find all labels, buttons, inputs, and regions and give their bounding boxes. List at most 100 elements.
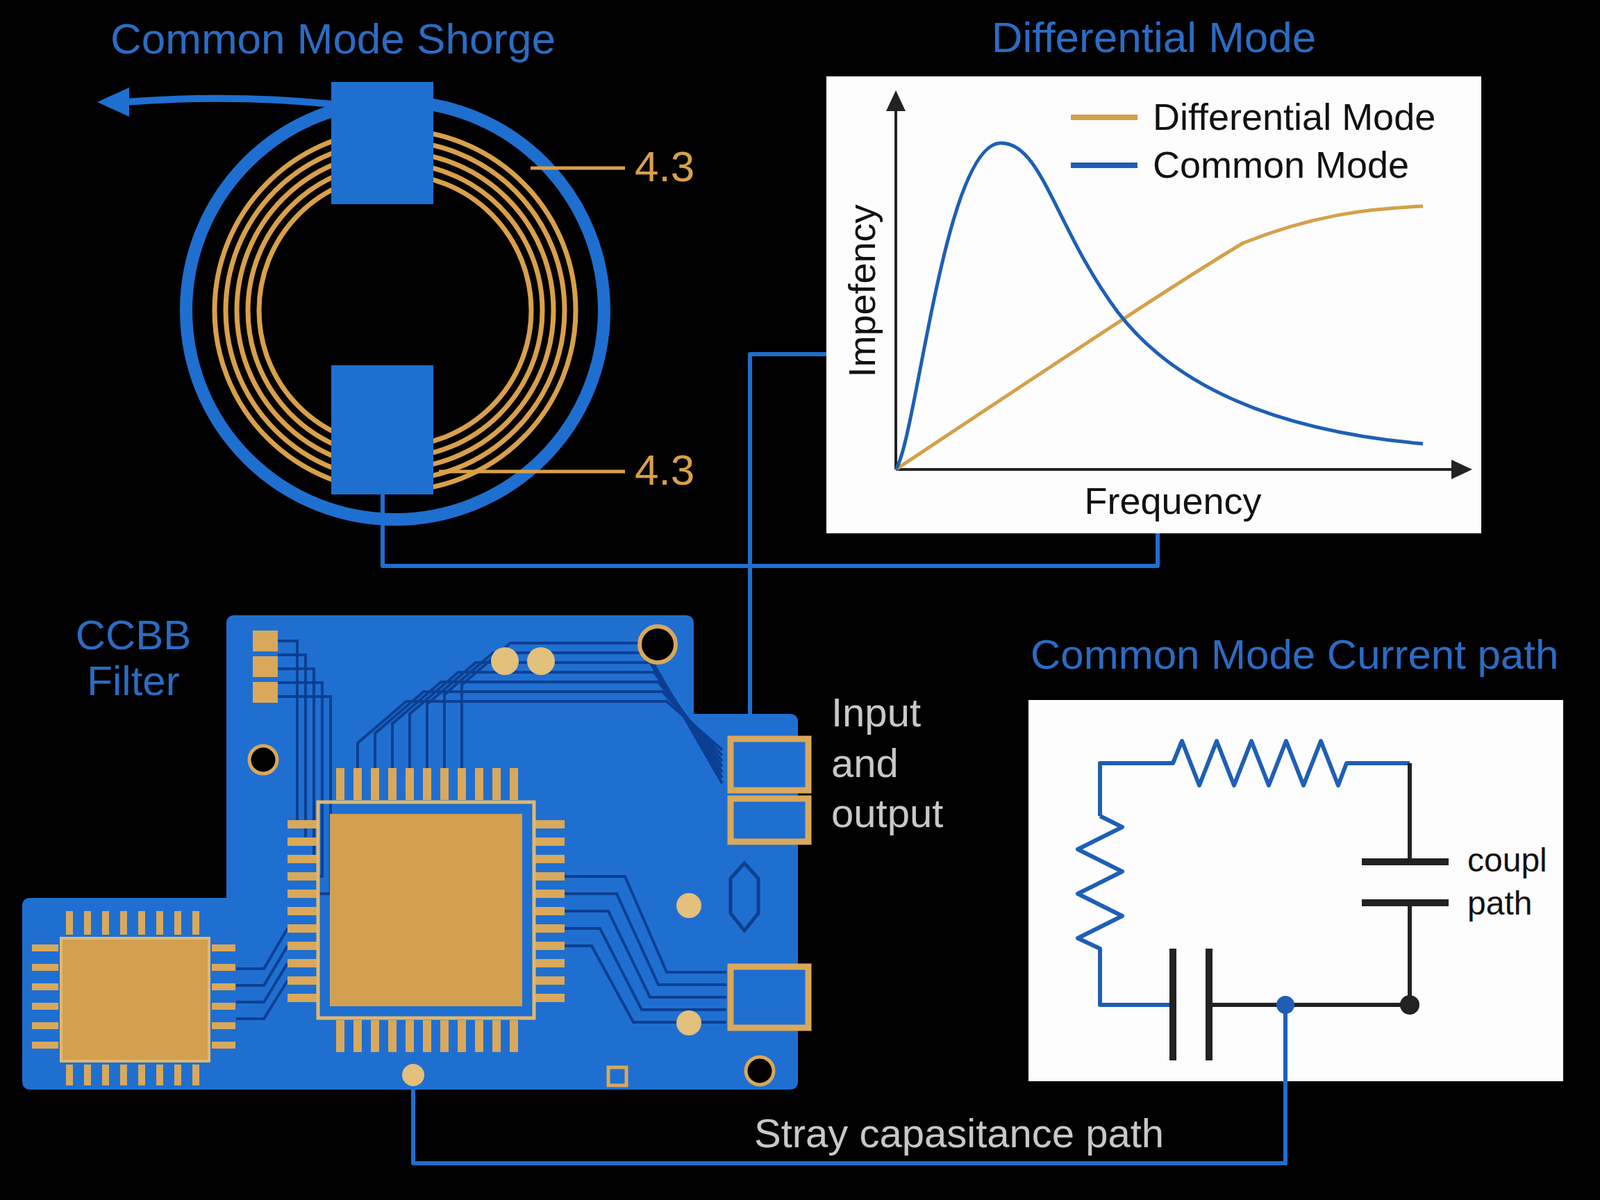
chip-pin <box>405 768 414 800</box>
chip-pin <box>475 768 484 800</box>
wire-stub <box>380 494 385 530</box>
chip-pin <box>532 906 565 916</box>
chip-pin <box>211 1041 236 1049</box>
chip-pin <box>287 976 320 985</box>
leader-line <box>438 470 625 474</box>
pcb-trace <box>564 945 727 1023</box>
chip-pin <box>492 768 501 800</box>
pcb-trace <box>564 928 727 1010</box>
chip-pin <box>422 1020 432 1053</box>
chip-pin <box>509 1020 519 1053</box>
resistor-symbol <box>1100 740 1410 816</box>
axis-arrow <box>886 90 906 112</box>
connector-line <box>750 354 827 714</box>
chip-pins <box>31 768 565 1086</box>
legend-swatch <box>1070 162 1138 169</box>
wire <box>1283 1004 1288 1082</box>
pcb-traces <box>236 640 727 1023</box>
legend-text: Differential Mode <box>1152 97 1436 136</box>
toroid-group: Common Mode Shorge <box>104 13 702 530</box>
chip-pin <box>84 911 91 935</box>
edge-label: Stray capasitance path <box>750 1111 1169 1156</box>
chip-pin <box>138 1064 146 1086</box>
chip-pin <box>532 889 565 898</box>
chip-pin <box>287 872 320 881</box>
chip-pin <box>440 1020 449 1053</box>
common-curve <box>895 143 1423 470</box>
chip-pin <box>211 944 236 952</box>
chip-pin <box>440 768 449 800</box>
pcb-trace <box>409 672 723 769</box>
pcb-trace <box>427 662 723 773</box>
y-axis <box>894 108 898 470</box>
chip-pin <box>31 1002 59 1010</box>
chip-pin <box>211 1002 236 1010</box>
pcb-trace <box>277 682 323 877</box>
axis-label: Impefency <box>841 204 883 378</box>
chip-pin <box>532 993 565 1003</box>
main-chip <box>329 813 523 1007</box>
chip-pin <box>287 993 320 1003</box>
core-tab <box>331 81 434 205</box>
io-connectors <box>730 738 809 1028</box>
impedance-chart <box>826 76 1482 534</box>
connector <box>750 354 827 714</box>
junction-dot <box>1400 995 1420 1015</box>
chip-pin <box>532 872 565 881</box>
chip-pin <box>457 1020 466 1053</box>
callout-number: 4.3 <box>634 143 695 191</box>
pcb-trace <box>236 928 288 969</box>
axis-label: Frequency <box>1084 480 1262 522</box>
chip-pin <box>532 820 565 829</box>
chip-pin <box>156 1064 164 1086</box>
section-heading: Common Mode Shorge <box>110 15 556 63</box>
chip-pin <box>192 911 200 935</box>
chip-pin <box>211 983 236 991</box>
pcb-trace <box>277 696 331 894</box>
chip-pin <box>211 1022 236 1030</box>
pcb-trace <box>236 963 288 1003</box>
chip-pin <box>287 820 320 829</box>
connector <box>413 1081 1286 1164</box>
pcb-trace <box>461 643 723 784</box>
small-chip <box>61 938 210 1062</box>
callout-number: 4.3 <box>634 446 695 494</box>
pcb-trace <box>236 980 288 1019</box>
resistor-symbol <box>1077 815 1173 1005</box>
chip-pin <box>84 1064 91 1086</box>
core-tab <box>331 365 434 495</box>
capacitor-symbol <box>1172 948 1210 1061</box>
pcb-trace <box>236 945 288 986</box>
chip-pin <box>422 768 432 800</box>
chip-pin <box>287 924 320 933</box>
chip-pin <box>509 768 519 800</box>
chip-pin <box>388 768 397 800</box>
chip-pin <box>532 837 565 846</box>
chip-pin <box>211 963 236 971</box>
chip-pin <box>287 959 320 968</box>
chip-pin <box>532 959 565 968</box>
trace-loop <box>730 863 759 931</box>
chip-pin <box>102 1064 110 1086</box>
chip-pin <box>31 944 59 952</box>
pcb-trace <box>564 893 727 985</box>
chip-pin <box>405 1020 414 1053</box>
connector <box>382 529 1158 566</box>
toroid-choke <box>97 81 625 530</box>
junction-dot <box>1276 995 1295 1014</box>
leader-line <box>530 166 625 171</box>
axis-arrow <box>1451 459 1473 480</box>
chip-pin <box>120 911 128 935</box>
circuit-panel: Common Mode Current pathcoupl path <box>1028 700 1564 1082</box>
chip-pin <box>31 963 59 971</box>
chip-pin <box>370 768 380 800</box>
chip-pin <box>120 1064 128 1086</box>
chip-pin <box>138 911 146 935</box>
chart-panel: Differential ModeDifferential ModeCommon… <box>826 76 1482 534</box>
x-axis <box>895 468 1455 471</box>
connector-line <box>413 1081 1286 1164</box>
flux-arrow <box>125 98 334 105</box>
chip-pin <box>31 983 59 991</box>
chip-pin <box>287 941 320 950</box>
section-heading: Differential Mode <box>991 13 1317 62</box>
